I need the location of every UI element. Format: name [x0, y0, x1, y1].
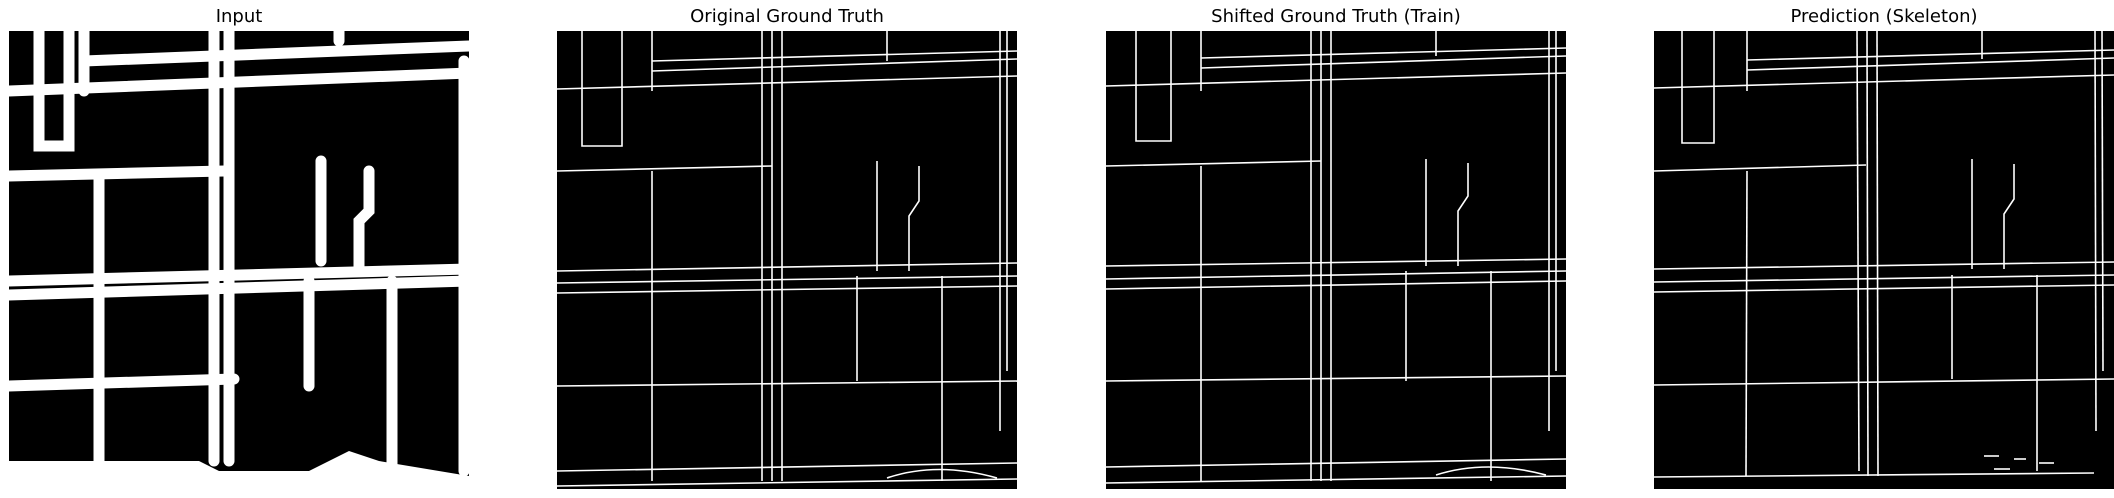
panel-input: Input	[9, 0, 469, 498]
panel-title: Original Ground Truth	[690, 6, 884, 27]
shifted-ground-truth-image	[1106, 31, 1566, 489]
panel-original-ground-truth: Original Ground Truth	[557, 0, 1017, 498]
panel-title: Input	[215, 6, 263, 27]
input-mask-image	[9, 31, 469, 489]
original-ground-truth-image	[557, 31, 1017, 489]
prediction-skeleton-image	[1654, 31, 2114, 489]
panel-title: Shifted Ground Truth (Train)	[1211, 6, 1461, 27]
panel-title: Prediction (Skeleton)	[1790, 6, 1978, 27]
panel-prediction-skeleton: Prediction (Skeleton)	[1654, 0, 2114, 498]
panel-shifted-ground-truth: Shifted Ground Truth (Train)	[1106, 0, 1566, 498]
